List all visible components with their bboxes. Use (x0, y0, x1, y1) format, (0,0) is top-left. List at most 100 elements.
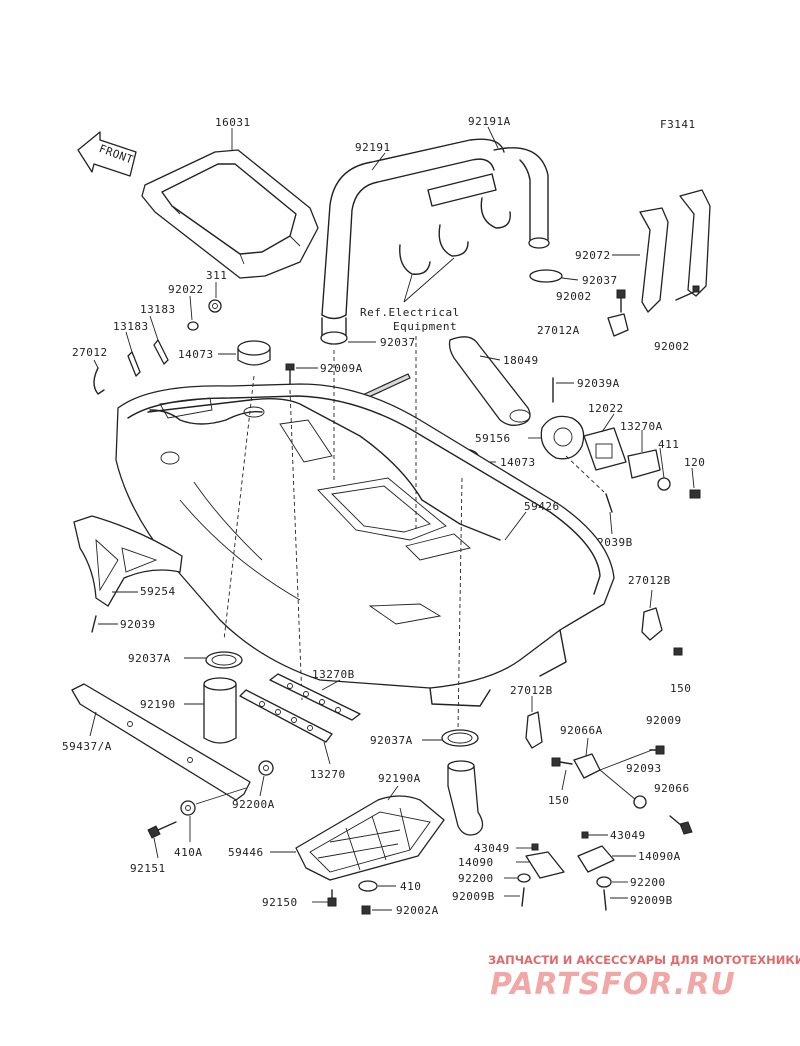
label-92002-top: 92002 (556, 290, 592, 303)
bolt-92002-part (616, 289, 626, 313)
label-92200-left: 92200 (458, 872, 494, 885)
clamp-92037A-right-part (422, 729, 479, 747)
rail-59437A-part (71, 683, 251, 801)
intake-hose-part (320, 126, 550, 345)
label-92072: 92072 (575, 249, 611, 262)
label-150-right: 150 (670, 682, 691, 695)
label-27012A: 27012A (537, 324, 580, 337)
cap-14073-part (218, 340, 271, 366)
label-18049: 18049 (503, 354, 539, 367)
front-arrow-icon: FRONT (77, 131, 137, 177)
small-fasteners-left-part (93, 282, 222, 395)
label-92066: 92066 (654, 782, 690, 795)
label-92200-right: 92200 (630, 876, 666, 889)
figure-code: F3141 (660, 118, 696, 131)
bar-13270B-part (269, 673, 361, 721)
label-13270A: 13270A (620, 420, 663, 433)
bracket-14090-part (504, 843, 565, 907)
label-92039A: 92039A (577, 377, 620, 390)
label-43049-left: 43049 (474, 842, 510, 855)
washer-92200A-part (258, 760, 274, 797)
label-92037A-right: 92037A (370, 734, 413, 747)
label-92093: 92093 (626, 762, 662, 775)
bolt-92151-part (147, 821, 177, 859)
label-12022: 12022 (588, 402, 624, 415)
label-410: 410 (400, 880, 421, 893)
hardware-lower-right-part (551, 737, 693, 835)
label-92039: 92039 (120, 618, 156, 631)
watermark: ЗАПЧАСТИ И АКСЕССУАРЫ ДЛЯ МОТОТЕХНИКИ PA… (488, 953, 800, 1002)
clamp-92037-part (529, 269, 579, 283)
hose-clamps-part (399, 197, 511, 303)
label-92151: 92151 (130, 862, 166, 875)
elbow-92190A-part (447, 760, 484, 836)
bolt-92009A-part (285, 363, 318, 385)
hull-59426-part (115, 383, 615, 707)
plate-59156-part (528, 415, 585, 460)
label-92191A: 92191A (468, 115, 511, 128)
label-92009A: 92009A (320, 362, 363, 375)
pin-92039A-part (552, 377, 574, 403)
label-92150: 92150 (262, 896, 298, 909)
fasteners-bottom-part (312, 880, 396, 915)
label-13183-a: 13183 (140, 303, 176, 316)
ref-note-line2: Equipment (393, 320, 457, 333)
label-92190A: 92190A (378, 772, 421, 785)
label-13270B: 13270B (312, 668, 355, 681)
label-92037-top: 92037 (582, 274, 618, 287)
label-92037A-left: 92037A (128, 652, 171, 665)
label-92191: 92191 (355, 141, 391, 154)
tube-92190-part (184, 677, 237, 744)
label-43049-right: 43049 (610, 829, 646, 842)
ref-note-line1: Ref.Electrical (360, 306, 460, 319)
pin-92039-part (91, 615, 118, 633)
label-92200A: 92200A (232, 798, 275, 811)
label-92022: 92022 (168, 283, 204, 296)
grate-59446-part (270, 785, 445, 881)
plate-59254-part (73, 515, 183, 607)
duct-18049-part (448, 336, 531, 426)
bracket-14090A-part (577, 831, 636, 911)
bracket-27012B-part (641, 589, 683, 656)
storage-tray-part (141, 128, 319, 279)
label-14090: 14090 (458, 856, 494, 869)
label-150-lower: 150 (548, 794, 569, 807)
label-59254: 59254 (140, 585, 176, 598)
label-59156: 59156 (475, 432, 511, 445)
watermark-logo: PARTSFOR.RU (490, 967, 736, 1002)
label-92002-right: 92002 (654, 340, 690, 353)
label-13183-b: 13183 (113, 320, 149, 333)
label-27012B-lower: 27012B (510, 684, 553, 697)
label-14090A: 14090A (638, 850, 681, 863)
label-59446: 59446 (228, 846, 264, 859)
label-14073-right: 14073 (500, 456, 536, 469)
label-14073-left: 14073 (178, 348, 214, 361)
label-59437A: 59437/A (62, 740, 112, 753)
label-120: 120 (684, 456, 705, 469)
bar-13270-part (239, 689, 333, 765)
label-27012B-right: 27012B (628, 574, 671, 587)
label-92009B-left: 92009B (452, 890, 495, 903)
bracket-27012B-lower-part (525, 696, 543, 749)
label-410A: 410A (174, 846, 203, 859)
clamp-92037A-left-part (184, 651, 243, 669)
watermark-tagline: ЗАПЧАСТИ И АКСЕССУАРЫ ДЛЯ МОТОТЕХНИКИ (488, 953, 800, 967)
assembly-guide-lines (223, 336, 605, 731)
label-92009B-right: 92009B (630, 894, 673, 907)
hardware-right-part (583, 413, 701, 499)
label-16031: 16031 (215, 116, 251, 129)
label-92009: 92009 (646, 714, 682, 727)
label-59426: 59426 (524, 500, 560, 513)
label-27012: 27012 (72, 346, 108, 359)
label-92066A: 92066A (560, 724, 603, 737)
bracket-92072-part (607, 189, 711, 337)
label-92190: 92190 (140, 698, 176, 711)
label-311: 311 (206, 269, 227, 282)
label-92002A: 92002A (396, 904, 439, 917)
washer-410A-part (180, 787, 247, 842)
pin-92039B-part (605, 493, 613, 535)
label-92037-mid: 92037 (380, 336, 416, 349)
label-411: 411 (658, 438, 679, 451)
